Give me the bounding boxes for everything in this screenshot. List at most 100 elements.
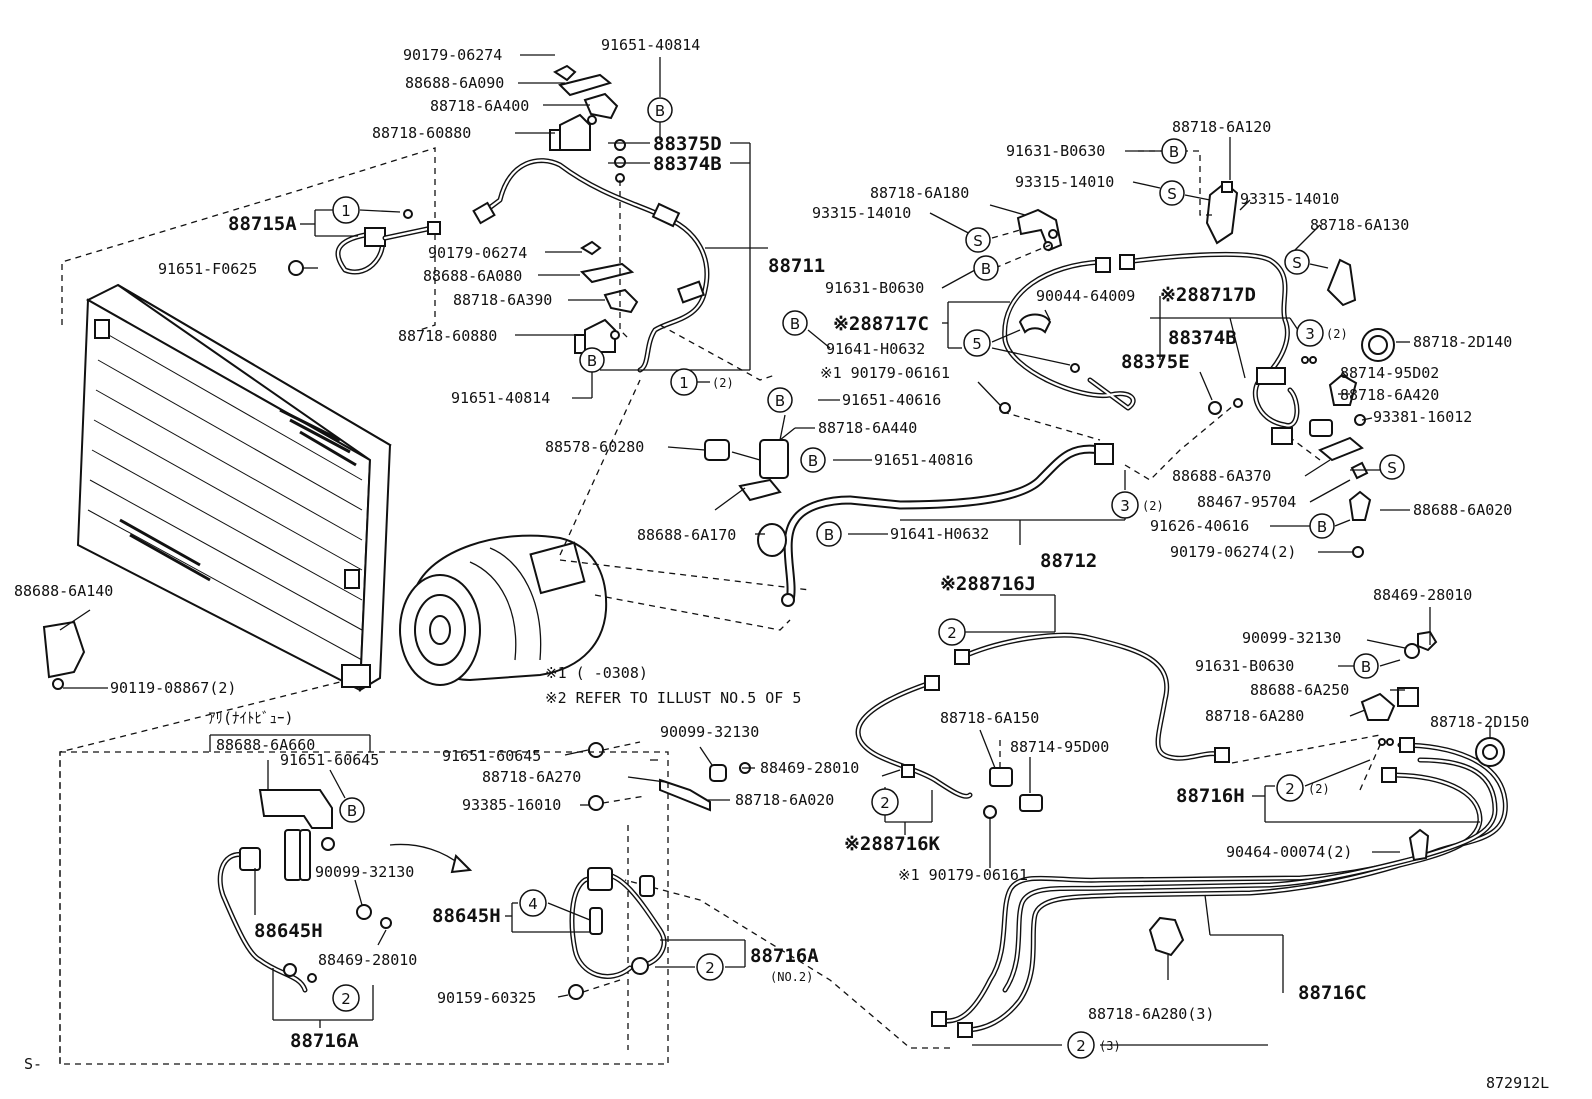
- part-label: 91651-F0625: [158, 260, 257, 278]
- callout-circle-b: B: [973, 255, 999, 281]
- callout-circle-b: B: [782, 310, 808, 336]
- part-label: 88718-6A130: [1310, 216, 1409, 234]
- note-night-view: ｱﾘ(ﾅｲﾄﾋﾞｭｰ): [208, 709, 294, 727]
- quantity-note: (2): [712, 376, 734, 390]
- callout-circle-b: B: [1161, 138, 1187, 164]
- part-label: 88718-6A280: [1205, 707, 1304, 725]
- callout-circle-3: 3: [1296, 319, 1324, 347]
- svg-text:B: B: [808, 452, 818, 470]
- part-label: 88718-6A280(3): [1088, 1005, 1214, 1023]
- callout-circle-b: B: [339, 797, 365, 823]
- svg-text:1: 1: [341, 202, 351, 220]
- pipe-88717C-88717D: [1002, 251, 1300, 445]
- part-label: 88718-60880: [372, 124, 471, 142]
- svg-text:B: B: [1361, 658, 1371, 676]
- condenser-bracket-link: [61, 147, 436, 331]
- svg-text:2: 2: [947, 624, 957, 642]
- compressor-link-2: [559, 559, 811, 591]
- part-label: 88688-6A660: [216, 736, 315, 754]
- bracket-parts-88711: [549, 64, 639, 354]
- callout-circle-1: 1: [670, 368, 698, 396]
- part-label: 93315-14010: [812, 204, 911, 222]
- callout-circle-b: B: [767, 387, 793, 413]
- part-label: 88716H: [1176, 785, 1245, 807]
- svg-text:5: 5: [972, 335, 982, 353]
- part-label: 88688-6A080: [423, 267, 522, 285]
- callout-circle-b: B: [816, 521, 842, 547]
- part-label: 90179-06274(2): [1170, 543, 1296, 561]
- part-label: 88716C: [1298, 982, 1367, 1004]
- part-label: 88467-95704: [1197, 493, 1296, 511]
- part-label: 91651-40616: [842, 391, 941, 409]
- callout-circle-b: B: [579, 347, 605, 373]
- callout-circle-4: 4: [519, 889, 547, 917]
- part-label: 90099-32130: [315, 863, 414, 881]
- part-label: 90099-32130: [1242, 629, 1341, 647]
- svg-text:B: B: [347, 802, 357, 820]
- svg-text:B: B: [1169, 143, 1179, 161]
- part-label: ※288716J: [940, 573, 1036, 595]
- callout-circle-2: 2: [1276, 774, 1304, 802]
- diagram-id: 872912L: [1486, 1074, 1549, 1092]
- part-label: ※288716K: [844, 833, 941, 855]
- part-label: 88688-6A250: [1250, 681, 1349, 699]
- callout-circle-1: 1: [332, 196, 360, 224]
- callout-circle-b: B: [1309, 513, 1335, 539]
- quantity-note: (2): [1308, 782, 1330, 796]
- svg-text:B: B: [1317, 518, 1327, 536]
- part-label: 88716A: [750, 945, 819, 967]
- svg-text:B: B: [824, 526, 834, 544]
- part-label: 90179-06274: [403, 46, 502, 64]
- compressor-illustration: [399, 534, 791, 686]
- callout-circle-2: 2: [332, 984, 360, 1012]
- callout-circle-b: B: [800, 447, 826, 473]
- svg-text:B: B: [981, 260, 991, 278]
- valve-parts-center: [983, 740, 1043, 819]
- part-label: 88715A: [228, 213, 297, 235]
- bracket-88688-6A140: [42, 620, 86, 690]
- part-label: 88718-2D140: [1413, 333, 1512, 351]
- part-label: ※288717C: [833, 313, 929, 335]
- quantity-note: (3): [1099, 1039, 1121, 1053]
- compressor-link-1: [559, 379, 641, 556]
- part-label: 90159-60325: [437, 989, 536, 1007]
- part-label: ※1 90179-06161: [820, 364, 950, 382]
- callout-circle-s: S: [1159, 180, 1185, 206]
- part-label: 88718-60880: [398, 327, 497, 345]
- suction-hose-88712: [704, 439, 1114, 607]
- part-label: 88714-95D02: [1340, 364, 1439, 382]
- part-label: 88688-6A370: [1172, 467, 1271, 485]
- condenser-illustration: [76, 283, 392, 692]
- callout-markers: B 1 B 1 (2) B S S B S B 5 3 (2) B B S 3 …: [332, 97, 1405, 1059]
- svg-text:2: 2: [705, 959, 715, 977]
- bracket-parts-upper-right: [1016, 181, 1357, 307]
- discharge-hose-88711: [472, 158, 710, 373]
- part-label: 93315-14010: [1240, 190, 1339, 208]
- part-label: 93385-16010: [462, 796, 561, 814]
- callout-circle-s: S: [1379, 454, 1405, 480]
- part-label: ※288717D: [1160, 284, 1256, 306]
- long-pipes-88716H-88716C: [931, 737, 1508, 1038]
- part-label: 88374B: [653, 153, 722, 175]
- svg-text:2: 2: [341, 990, 351, 1008]
- svg-text:B: B: [790, 315, 800, 333]
- liquid-pipes-88716: [855, 632, 1230, 799]
- svg-text:B: B: [587, 352, 597, 370]
- quantity-note: (2): [1326, 327, 1348, 341]
- part-label: 93315-14010: [1015, 173, 1114, 191]
- svg-text:3: 3: [1305, 325, 1315, 343]
- callout-circle-b: B: [1353, 653, 1379, 679]
- part-label: 88718-6A120: [1172, 118, 1271, 136]
- part-label: 91651-60645: [280, 751, 379, 769]
- svg-text:S: S: [1167, 185, 1177, 203]
- part-label: 93381-16012: [1373, 408, 1472, 426]
- part-label: 91626-40616: [1150, 517, 1249, 535]
- part-label: 91631-B0630: [825, 279, 924, 297]
- part-label: 91641-H0632: [890, 525, 989, 543]
- svg-text:S: S: [973, 232, 983, 250]
- part-label: 90099-32130: [660, 723, 759, 741]
- callout-circle-2: 2: [696, 953, 724, 981]
- part-label: 88469-28010: [1373, 586, 1472, 604]
- part-label: 88645H: [254, 920, 323, 942]
